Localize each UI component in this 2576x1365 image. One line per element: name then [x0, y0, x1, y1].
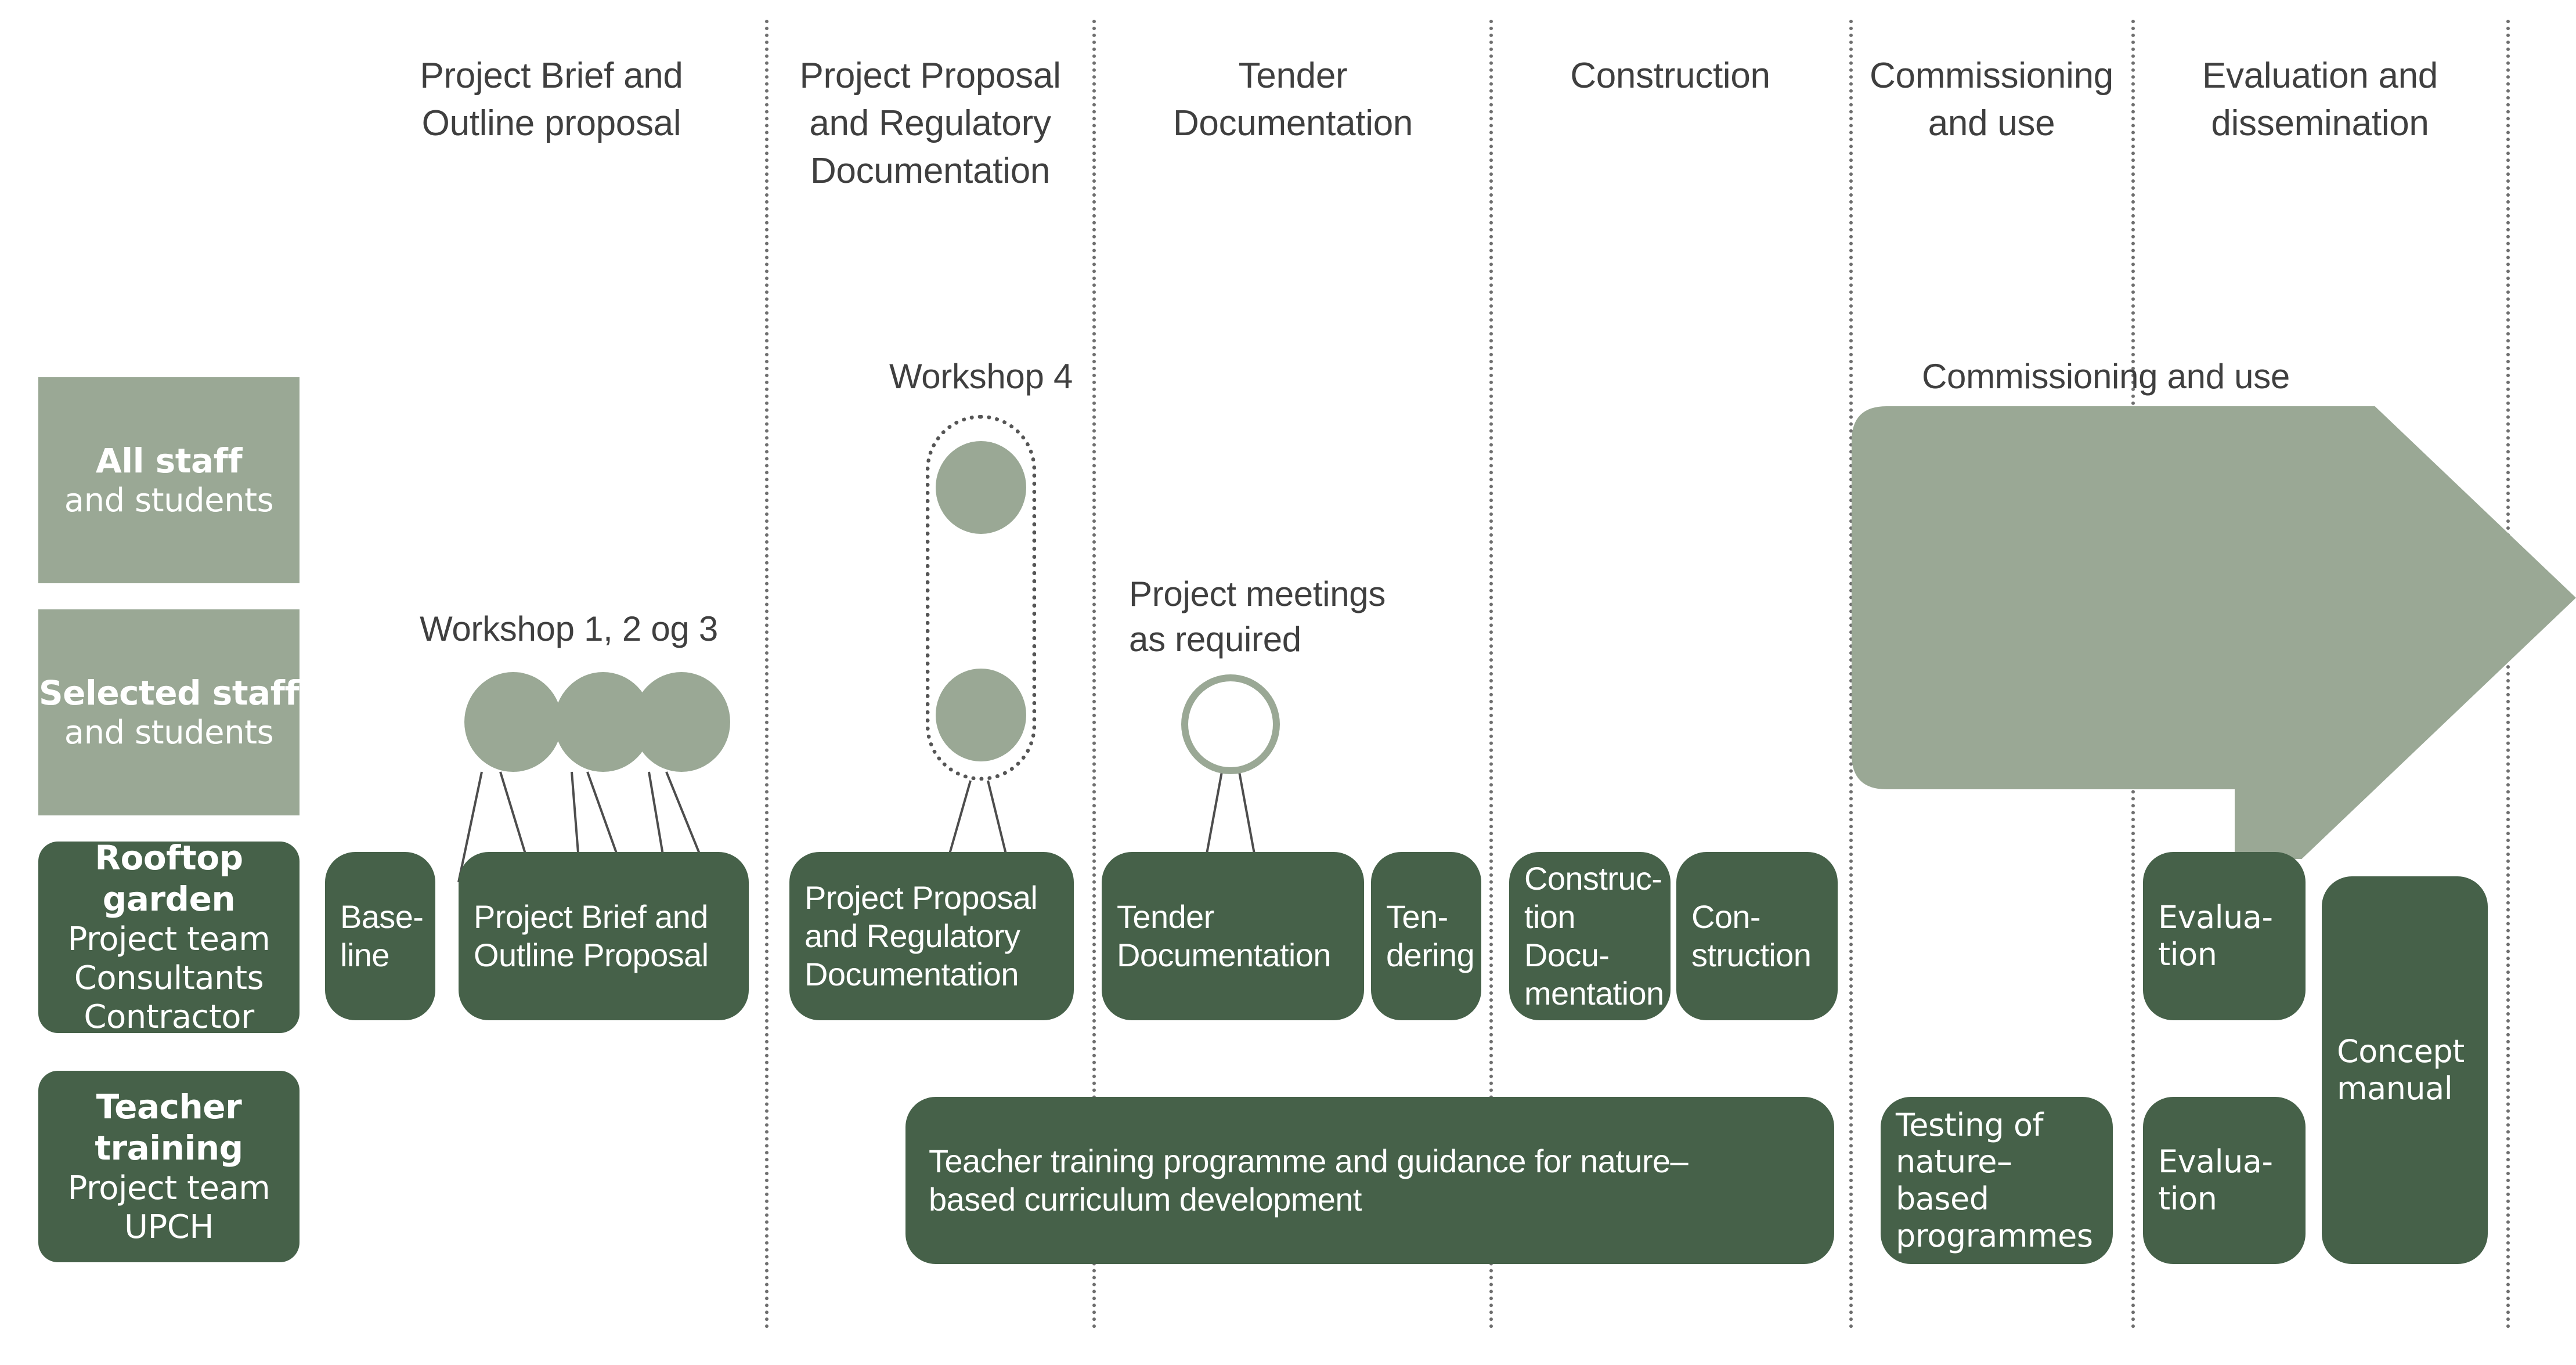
phase-header-commissioning: Commissioning and use: [1870, 56, 2113, 143]
stakeholder-line: Project team: [67, 920, 270, 958]
process-box-construction[interactable]: Con- struction: [1676, 852, 1838, 1020]
workshop4-circle-top: [936, 441, 1026, 534]
annotation-workshops-123: Workshop 1, 2 og 3: [420, 609, 718, 648]
column-divider-3: [1489, 20, 1493, 1329]
phase-header-tender: Tender Documentation: [1172, 56, 1413, 143]
process-box-label: Teacher training programme and guidance …: [929, 1142, 1689, 1218]
stakeholder-heading: Teacher training: [95, 1087, 243, 1168]
process-box-label: Testing of nature–based programmes: [1896, 1106, 2093, 1254]
project-meetings-circle: [1181, 674, 1280, 774]
column-divider-1: [765, 20, 769, 1329]
phase-header-proposal: Project Proposal and Regulatory Document…: [799, 56, 1061, 191]
stakeholder-line: Project team: [67, 1169, 270, 1207]
stakeholder-all-staff: All staff and students: [38, 377, 300, 583]
stakeholder-teacher-training: Teacher training Project team UPCH: [38, 1071, 300, 1262]
stakeholder-selected-staff: Selected staff and students: [38, 609, 300, 815]
process-box-evaluation-top[interactable]: Evalua- tion: [2143, 852, 2306, 1020]
stakeholder-line: and students: [64, 714, 274, 752]
process-box-label: Project Brief and Outline Proposal: [474, 898, 709, 973]
phase-header-construction: Construction: [1570, 56, 1770, 96]
column-divider-4: [1849, 20, 1853, 1329]
process-box-teacher-programme[interactable]: Teacher training programme and guidance …: [905, 1097, 1834, 1264]
process-box-baseline[interactable]: Base- line: [325, 852, 435, 1020]
column-divider-6: [2506, 20, 2510, 1329]
process-box-label: Con- struction: [1691, 898, 1812, 973]
workshop4-circle-bottom: [936, 669, 1026, 761]
column-divider-2: [1092, 20, 1096, 1329]
stakeholder-line: UPCH: [124, 1208, 214, 1246]
workshop-circle-3: [633, 672, 730, 772]
commissioning-arrow-shape: [1852, 406, 2576, 859]
workshop-circle-1: [464, 672, 562, 772]
stakeholder-heading: All staff: [95, 440, 243, 481]
stakeholder-heading: Rooftop garden: [95, 838, 243, 919]
annotation-project-meetings: Project meetings as required: [1129, 575, 1386, 659]
stakeholder-line: and students: [64, 482, 274, 520]
process-box-label: Evalua- tion: [2158, 1143, 2273, 1217]
stakeholder-heading: Selected staff: [38, 673, 300, 713]
process-box-label: Tender Documentation: [1117, 898, 1331, 973]
process-box-label: Base- line: [340, 898, 424, 973]
annotation-commissioning-and-use: Commissioning and use: [1921, 357, 2290, 396]
process-box-label: Ten- dering: [1386, 898, 1475, 973]
process-box-testing-programmes[interactable]: Testing of nature–based programmes: [1881, 1097, 2113, 1264]
workshop-4-group-outline: [926, 415, 1036, 781]
annotation-workshop-4: Workshop 4: [889, 357, 1073, 396]
process-box-tendering[interactable]: Ten- dering: [1371, 852, 1481, 1020]
process-box-concept-manual[interactable]: Concept manual: [2322, 876, 2488, 1264]
process-box-label: Construc- tion Docu- mentation: [1524, 860, 1664, 1012]
phase-header-brief: Project Brief and Outline proposal: [420, 56, 683, 143]
stakeholder-line: Contractor: [84, 998, 254, 1037]
process-box-label: Evalua- tion: [2158, 899, 2273, 973]
process-box-construction-documentation[interactable]: Construc- tion Docu- mentation: [1509, 852, 1671, 1020]
phase-header-evaluation: Evaluation and dissemination: [2202, 56, 2438, 143]
process-box-project-proposal[interactable]: Project Proposal and Regulatory Document…: [789, 852, 1074, 1020]
stakeholder-rooftop-garden: Rooftop garden Project team Consultants …: [38, 838, 300, 1036]
process-box-label: Concept manual: [2337, 1033, 2465, 1107]
process-box-label: Project Proposal and Regulatory Document…: [804, 879, 1038, 993]
process-box-tender-documentation[interactable]: Tender Documentation: [1102, 852, 1364, 1020]
process-box-evaluation-bottom[interactable]: Evalua- tion: [2143, 1097, 2306, 1264]
stakeholder-line: Consultants: [74, 959, 264, 998]
process-box-project-brief[interactable]: Project Brief and Outline Proposal: [459, 852, 749, 1020]
